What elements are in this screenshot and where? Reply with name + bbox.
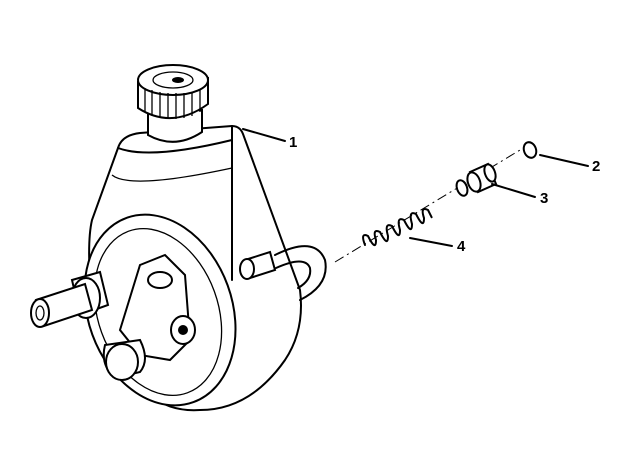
- reservoir-cap: [137, 64, 209, 143]
- drive-shaft: [30, 270, 110, 328]
- leader-lines: [242, 128, 589, 247]
- retaining-ring: [522, 141, 538, 159]
- front-plate: [83, 213, 237, 407]
- outlet-fitting: [239, 245, 327, 301]
- callout-4: 4: [457, 238, 466, 255]
- flow-control-valve: [455, 162, 498, 197]
- spring: [362, 208, 433, 247]
- callout-3: 3: [540, 190, 549, 207]
- callout-1: 1: [289, 134, 298, 151]
- callout-2: 2: [592, 158, 601, 175]
